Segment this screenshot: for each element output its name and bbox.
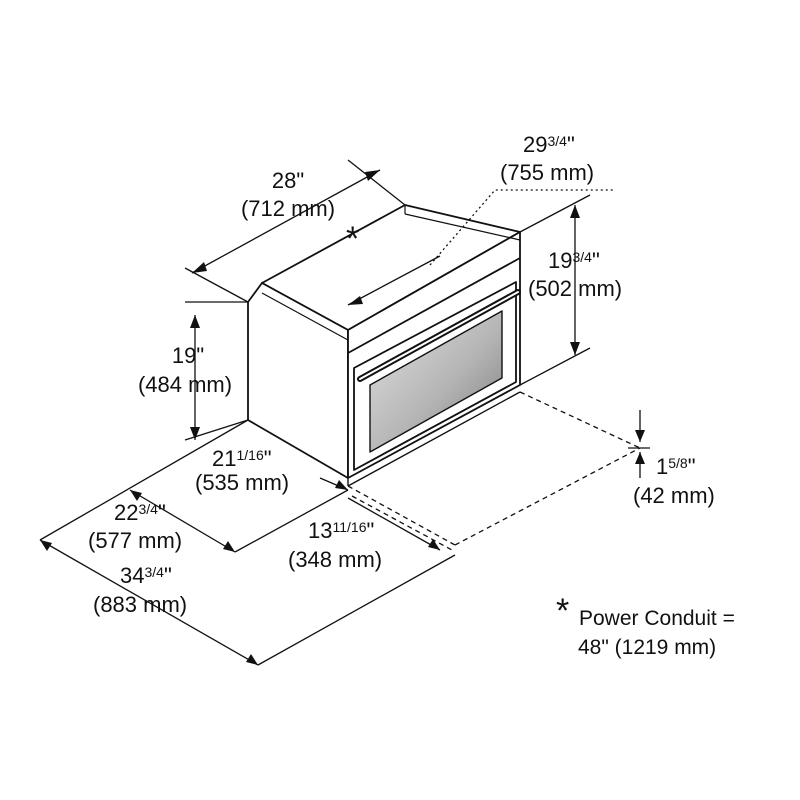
oven-window xyxy=(369,310,503,453)
dim-13-11-16-metric: (348 mm) xyxy=(288,547,382,572)
dim-22-3-4-label: 223/4" xyxy=(114,500,166,525)
dim-21-1-16-label: 211/16" xyxy=(212,446,272,471)
dim-19-3-4-label: 193/4" xyxy=(548,248,600,273)
control-strip-line xyxy=(347,257,521,354)
oven-body xyxy=(247,204,521,487)
dim-22-3-4-metric: (577 mm) xyxy=(88,528,182,553)
dimension-arrowheads xyxy=(40,170,645,665)
dim-34-3-4-label: 343/4" xyxy=(120,563,172,588)
dim-28-label: 28" xyxy=(272,168,304,193)
power-note-line1: Power Conduit = xyxy=(579,607,735,630)
dim-29-3-4-metric: (755 mm) xyxy=(500,160,594,185)
dim-28-metric: (712 mm) xyxy=(241,196,335,221)
dim-21-1-16-metric: (535 mm) xyxy=(195,470,289,495)
top-asterisk: * xyxy=(346,220,359,258)
power-note-asterisk: * xyxy=(556,592,569,630)
dim-19-metric: (484 mm) xyxy=(138,372,232,397)
dim-1-5-8-metric: (42 mm) xyxy=(633,483,715,508)
dim-19-label: 19" xyxy=(172,343,204,368)
power-note-line2: 48" (1219 mm) xyxy=(578,636,716,659)
dim-19-3-4-metric: (502 mm) xyxy=(528,276,622,301)
dim-1-5-8-label: 15/8" xyxy=(656,454,696,479)
top-depth-arrow xyxy=(347,255,441,306)
dim-29-3-4-label: 293/4" xyxy=(523,132,575,157)
dim-13-11-16-label: 1311/16" xyxy=(308,518,374,543)
door-swing-outline xyxy=(347,391,641,551)
dim-34-3-4-metric: (883 mm) xyxy=(93,592,187,617)
